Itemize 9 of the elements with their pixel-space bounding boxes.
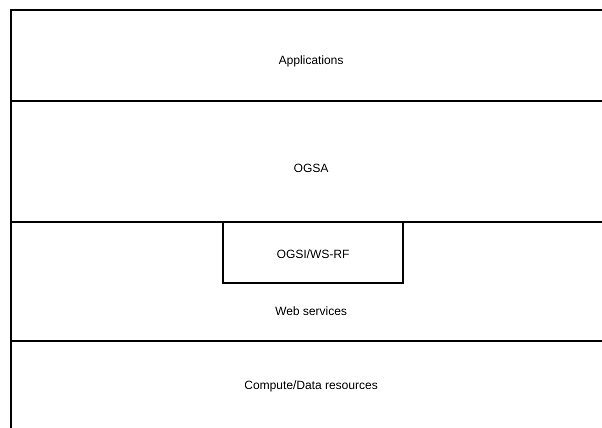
layer-label: OGSI/WS-RF — [276, 247, 350, 261]
layer-label: Web services — [274, 304, 348, 318]
layer-band — [10, 340, 602, 428]
layer-band — [10, 221, 602, 341]
layer-box — [222, 223, 404, 284]
layer-label: Applications — [278, 53, 344, 67]
layer-band — [10, 9, 602, 101]
layer-label: Compute/Data resources — [243, 378, 379, 392]
layer-label: OGSA — [292, 161, 330, 175]
